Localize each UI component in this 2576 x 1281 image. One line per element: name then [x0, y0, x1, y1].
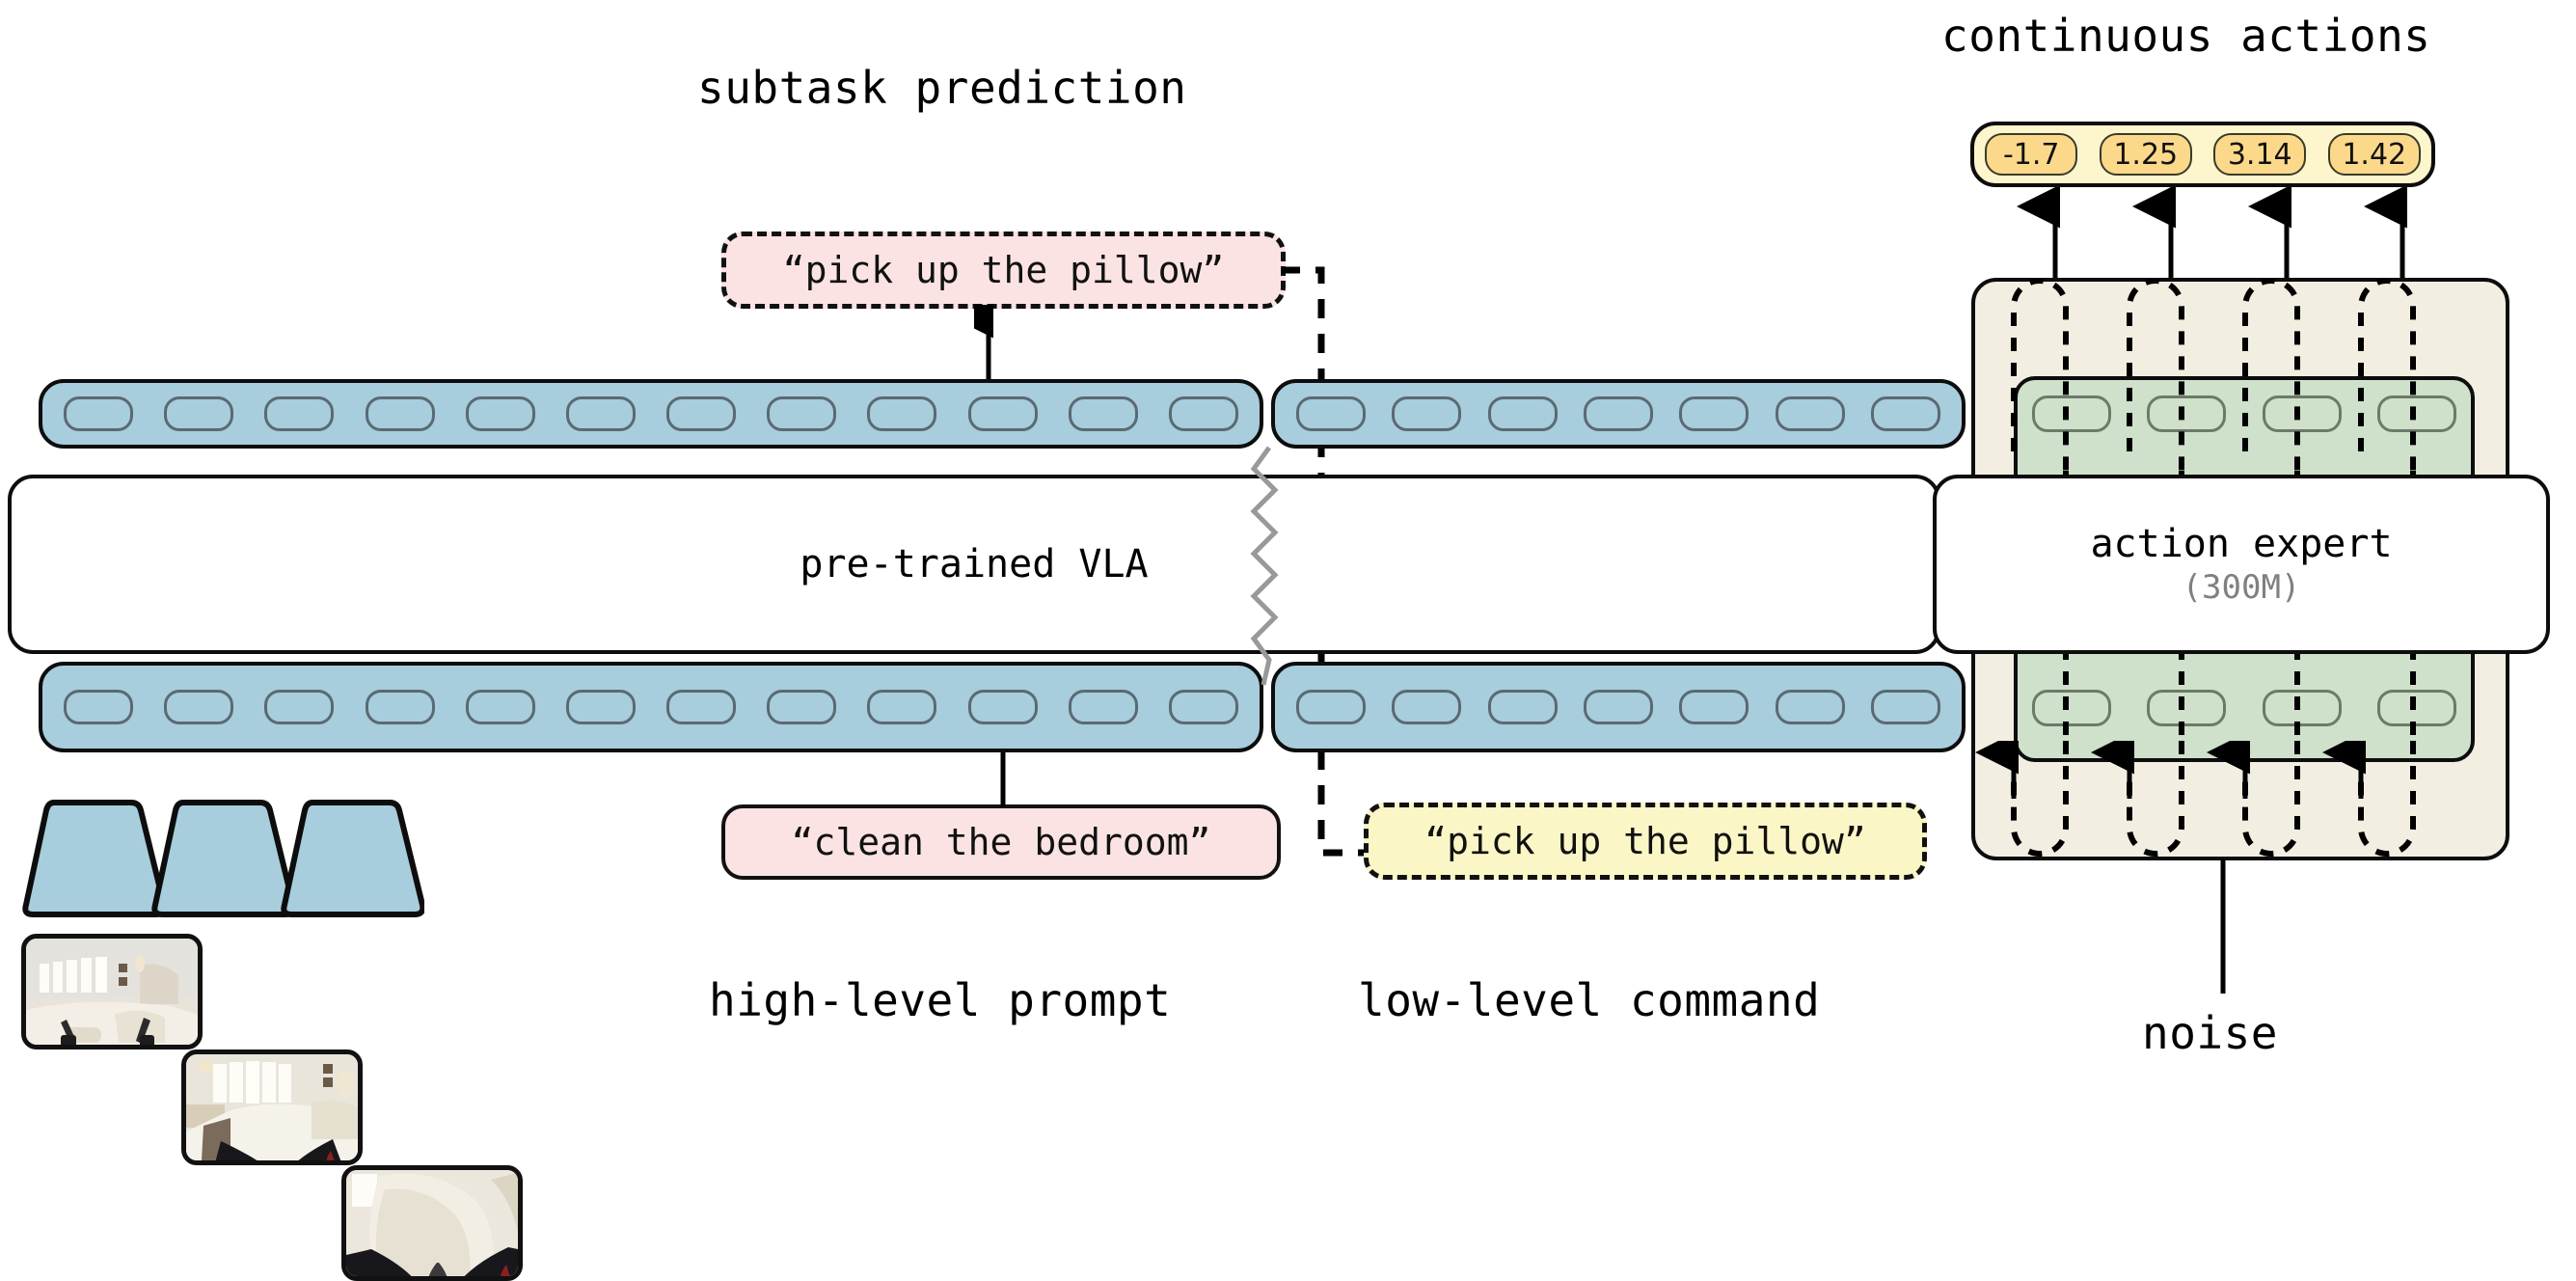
expert-token	[2031, 395, 2111, 432]
token-strip-top-right	[1271, 379, 1966, 449]
token	[1487, 690, 1558, 724]
token	[264, 396, 335, 431]
token	[1870, 690, 1940, 724]
expert-token	[2262, 690, 2342, 726]
token	[1870, 396, 1940, 431]
camera-frustum-group	[22, 800, 424, 917]
token	[465, 690, 535, 724]
expert-token	[2262, 395, 2342, 432]
high-level-prompt-box: “clean the bedroom”	[721, 804, 1281, 880]
token	[1487, 396, 1558, 431]
expert-token-row-top	[2014, 379, 2475, 449]
token	[867, 396, 937, 431]
continuous-actions-bar: -1.7 1.25 3.14 1.42	[1970, 122, 2435, 187]
heading-noise: noise	[2142, 1007, 2278, 1059]
token	[867, 690, 937, 724]
heading-continuous-actions: continuous actions	[1941, 10, 2431, 62]
token	[465, 396, 535, 431]
token	[1679, 690, 1749, 724]
expert-token-row-bottom	[2014, 669, 2475, 747]
low-level-command-box: “pick up the pillow”	[1364, 803, 1927, 880]
subtask-prediction-box: “pick up the pillow”	[721, 232, 1286, 309]
token-strip-top-left	[39, 379, 1263, 449]
action-value-pill: 1.25	[2099, 133, 2192, 176]
token	[1679, 396, 1749, 431]
expert-token	[2377, 690, 2457, 726]
token	[365, 396, 435, 431]
token	[967, 690, 1038, 724]
token	[1775, 396, 1845, 431]
expert-token	[2031, 690, 2111, 726]
token	[767, 396, 837, 431]
token	[1068, 396, 1138, 431]
token	[565, 396, 636, 431]
token	[1392, 396, 1462, 431]
prompt-connector-line	[1000, 752, 1006, 806]
token	[666, 690, 737, 724]
token	[1583, 690, 1653, 724]
token	[1296, 396, 1366, 431]
token	[967, 396, 1038, 431]
token	[1168, 396, 1238, 431]
token	[1775, 690, 1845, 724]
expert-token	[2147, 690, 2227, 726]
expert-token	[2147, 395, 2227, 432]
token	[164, 396, 234, 431]
token	[64, 690, 133, 724]
camera-view-center	[181, 1049, 363, 1165]
token	[1168, 690, 1238, 724]
action-output-arrows	[2017, 187, 2407, 282]
expert-token	[2377, 395, 2457, 432]
expert-title: action expert	[2090, 522, 2393, 566]
heading-high-level-prompt: high-level prompt	[709, 974, 1172, 1026]
vla-title: pre-trained VLA	[800, 542, 1149, 586]
pre-trained-vla-panel: pre-trained VLA	[8, 475, 1940, 654]
token	[64, 396, 133, 431]
subtask-prediction-arrow	[974, 305, 993, 380]
token	[1068, 690, 1138, 724]
action-expert-panel: action expert (300M)	[1933, 475, 2550, 654]
token	[365, 690, 435, 724]
action-value-pill: 3.14	[2213, 133, 2307, 176]
token	[1583, 396, 1653, 431]
heading-subtask-prediction: subtask prediction	[697, 62, 1187, 114]
token-strip-bottom-left	[39, 662, 1263, 752]
token	[1392, 690, 1462, 724]
token	[264, 690, 335, 724]
token	[767, 690, 837, 724]
token	[666, 396, 737, 431]
token	[1296, 690, 1366, 724]
camera-view-left	[21, 934, 203, 1049]
expert-params: (300M)	[2182, 568, 2301, 607]
token-strip-bottom-right	[1271, 662, 1966, 752]
action-value-pill: 1.42	[2327, 133, 2421, 176]
token	[565, 690, 636, 724]
noise-connector-line	[2220, 859, 2226, 994]
camera-view-right	[341, 1165, 523, 1281]
token	[164, 690, 234, 724]
heading-low-level-command: low-level command	[1358, 974, 1821, 1026]
action-value-pill: -1.7	[1985, 133, 2078, 176]
